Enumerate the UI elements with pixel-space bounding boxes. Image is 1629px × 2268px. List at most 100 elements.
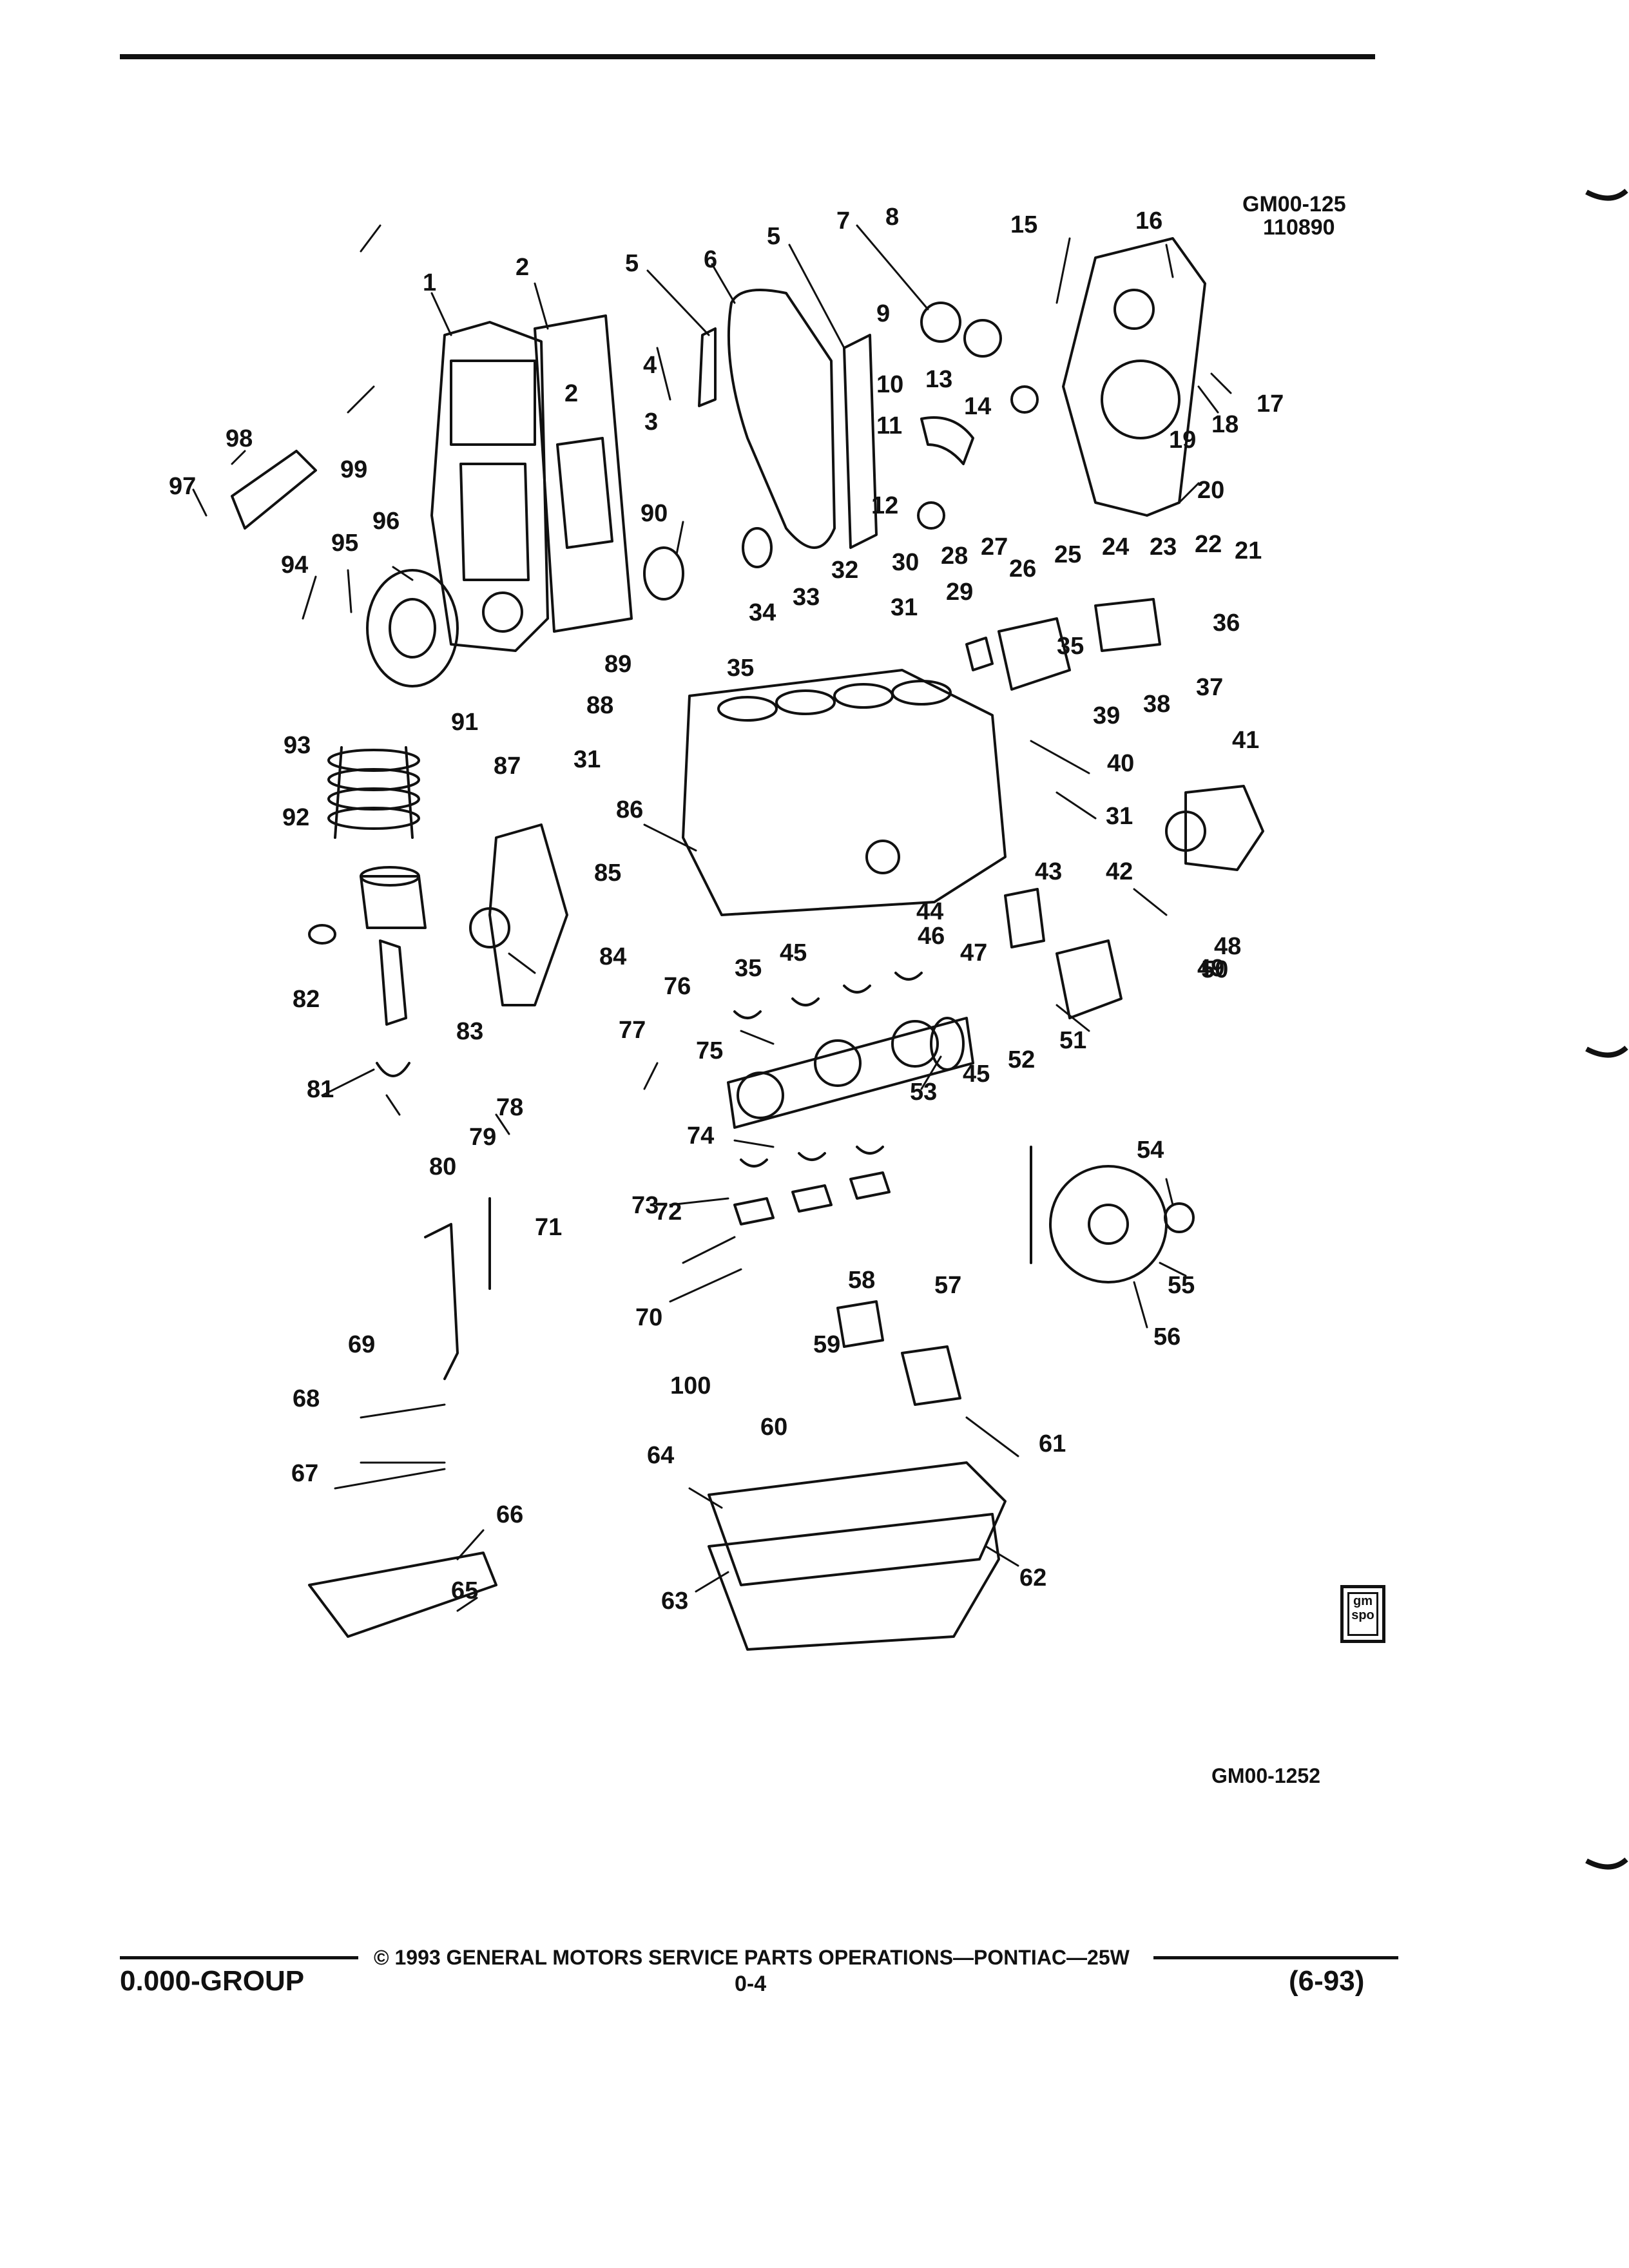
binding-mark-icon	[1585, 188, 1628, 201]
engine-bracket	[488, 823, 568, 1006]
part-label: 99	[340, 456, 368, 483]
part-label: 35	[727, 655, 755, 682]
part-label: 16	[1135, 207, 1163, 235]
thermostat-cover	[965, 637, 994, 671]
part-label: 59	[813, 1331, 841, 1358]
part-label: 93	[284, 732, 311, 759]
part-label: 79	[469, 1124, 497, 1151]
part-label: 55	[1168, 1272, 1195, 1299]
binding-mark-icon	[1585, 1857, 1628, 1870]
part-label: 58	[848, 1267, 876, 1294]
chain-guide	[843, 334, 878, 549]
part-label: 5	[625, 250, 639, 277]
crank-sprocket	[917, 501, 945, 530]
part-label: 86	[616, 796, 644, 823]
cam-sprocket	[920, 302, 961, 343]
part-label: 5	[767, 223, 781, 250]
part-label: 30	[892, 549, 920, 576]
front-cover-plate	[430, 321, 549, 652]
part-label: 78	[496, 1094, 524, 1121]
bearing-shell	[733, 972, 923, 1019]
footer-date: (6-93)	[1289, 1965, 1365, 1997]
footer-page-number: 0-4	[735, 1972, 767, 1996]
part-label: 40	[1107, 750, 1135, 777]
heat-shield	[308, 1552, 497, 1638]
part-label: 96	[372, 508, 400, 535]
part-label: 44	[916, 898, 944, 925]
part-label: 32	[831, 557, 859, 584]
idler-wheel	[469, 907, 510, 948]
footer-rule-left	[120, 1956, 358, 1959]
pump-pickup	[836, 1300, 884, 1348]
cover-gasket	[534, 314, 633, 633]
part-label: 65	[451, 1577, 479, 1604]
part-label: 84	[599, 943, 627, 970]
part-label: 61	[1039, 1430, 1066, 1457]
part-label: 4	[643, 352, 657, 379]
part-label: 100	[670, 1372, 711, 1399]
part-label: 73	[631, 1192, 659, 1219]
part-label: 42	[1106, 858, 1133, 885]
part-label: 31	[574, 746, 601, 773]
part-label: 97	[169, 473, 197, 500]
part-label: 24	[1102, 533, 1130, 561]
part-label: 89	[604, 651, 632, 678]
part-label: 75	[696, 1037, 724, 1064]
part-label: 20	[1197, 477, 1225, 504]
part-label: 90	[641, 500, 668, 527]
part-label: 53	[910, 1079, 938, 1106]
part-label: 12	[871, 492, 899, 519]
part-label: 95	[331, 530, 359, 557]
part-label: 9	[876, 300, 891, 327]
part-label: 18	[1211, 411, 1239, 438]
tensioner-shoe	[920, 416, 974, 465]
part-label: 76	[664, 973, 691, 1000]
part-label: 56	[1153, 1323, 1181, 1350]
part-label: 2	[564, 380, 579, 407]
part-label: 22	[1195, 531, 1222, 558]
part-label: 63	[661, 1588, 689, 1615]
connecting-rod	[379, 939, 407, 1026]
leader-lines	[192, 224, 1232, 1612]
crank-pulley	[366, 569, 459, 687]
part-label: 49	[1197, 955, 1225, 982]
binding-mark-icon	[1585, 1045, 1628, 1058]
part-label: 68	[293, 1385, 320, 1412]
piston	[308, 866, 427, 945]
part-label: 92	[282, 804, 310, 831]
part-label: 67	[291, 1460, 319, 1487]
oil-pump	[901, 1345, 961, 1406]
figure-ref-code: GM00-125	[1242, 192, 1346, 216]
part-label: 7	[836, 207, 851, 235]
logo-line-2: spo	[1351, 1608, 1374, 1622]
timing-chain	[727, 289, 836, 549]
rod-cap	[376, 1062, 410, 1077]
part-label: 52	[1008, 1046, 1036, 1073]
chain-guide-rail	[698, 327, 717, 407]
part-label: 45	[780, 939, 807, 966]
part-label: 46	[918, 923, 945, 950]
part-label: 70	[635, 1304, 663, 1331]
part-label: 91	[451, 709, 479, 736]
part-label: 88	[586, 692, 614, 719]
part-label: 82	[293, 986, 320, 1013]
part-label: 29	[946, 579, 974, 606]
piston-rings	[327, 746, 420, 839]
part-label: 37	[1196, 674, 1224, 701]
pump-gasket	[1094, 598, 1161, 652]
crankshaft	[727, 1017, 974, 1129]
part-label: 39	[1093, 702, 1121, 729]
bearing-shell-lower	[740, 1146, 884, 1168]
part-label: 71	[535, 1214, 563, 1241]
part-label: 10	[876, 371, 904, 398]
part-label: 17	[1257, 390, 1284, 418]
timing-case	[1062, 237, 1206, 517]
water-pump	[998, 617, 1071, 691]
part-label: 45	[963, 1061, 990, 1088]
part-label: 43	[1035, 858, 1063, 885]
part-label: 51	[1059, 1027, 1087, 1054]
part-label: 15	[1010, 211, 1038, 238]
footer-copyright: © 1993 GENERAL MOTORS SERVICE PARTS OPER…	[374, 1946, 1130, 1969]
part-label: 38	[1143, 691, 1171, 718]
